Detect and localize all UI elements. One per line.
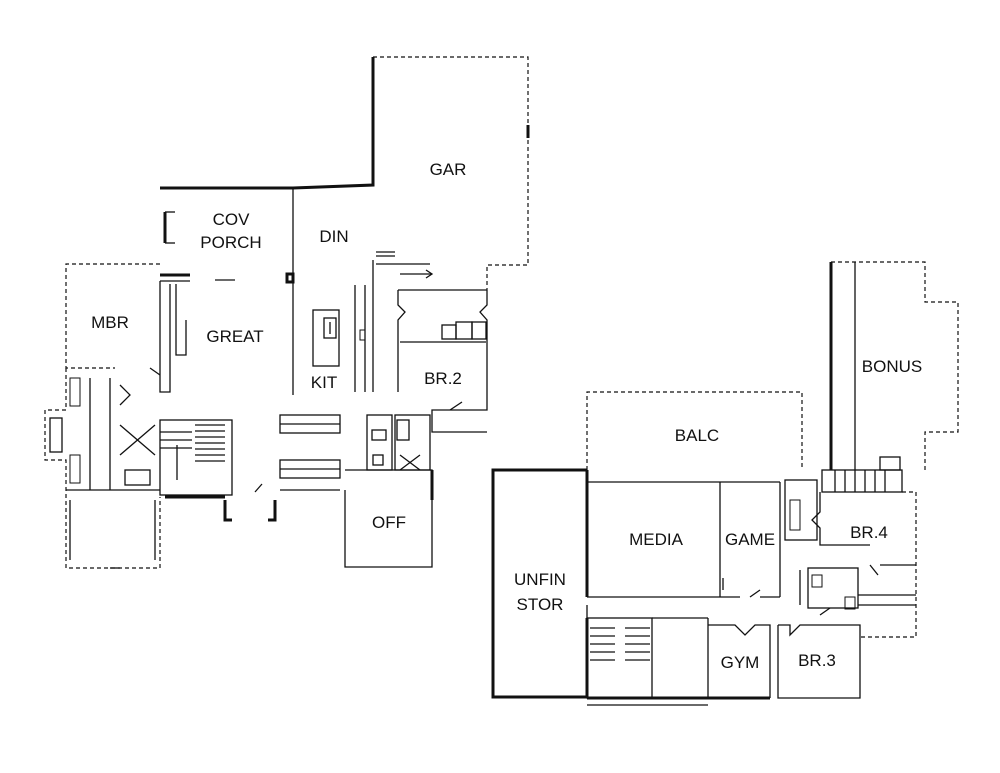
main-floor-plan bbox=[44, 56, 530, 569]
label-office: OFF bbox=[372, 513, 406, 532]
bedroom-2-walls bbox=[397, 289, 488, 433]
label-bedroom-4: BR.4 bbox=[850, 523, 888, 542]
hall-cabinets bbox=[223, 414, 341, 522]
label-bonus: BONUS bbox=[862, 357, 922, 376]
porch-dining-walls bbox=[160, 186, 295, 395]
label-game: GAME bbox=[725, 530, 775, 549]
garage-walls bbox=[292, 56, 530, 392]
gym-br3-walls bbox=[708, 624, 861, 700]
label-gym: GYM bbox=[721, 653, 760, 672]
label-kitchen: KIT bbox=[311, 373, 337, 392]
utility-fixtures bbox=[366, 414, 431, 471]
label-unfinished-storage-line1: UNFIN bbox=[514, 570, 566, 589]
label-great-room: GREAT bbox=[206, 327, 263, 346]
office-walls bbox=[344, 469, 434, 568]
label-media: MEDIA bbox=[629, 530, 684, 549]
kitchen-fixtures bbox=[312, 285, 366, 392]
label-unfinished-storage-line2: STOR bbox=[517, 595, 564, 614]
bedroom-4-walls bbox=[784, 479, 917, 638]
room-labels: GAR COV PORCH DIN MBR GREAT KIT BR.2 OFF… bbox=[91, 160, 922, 672]
main-stair bbox=[159, 419, 233, 499]
bonus-room-walls bbox=[821, 261, 959, 493]
unfinished-storage-walls bbox=[491, 468, 708, 706]
label-dining: DIN bbox=[319, 227, 348, 246]
upper-hall bbox=[586, 567, 916, 699]
media-game-walls bbox=[585, 470, 781, 598]
label-bedroom-2: BR.2 bbox=[424, 369, 462, 388]
master-bedroom-walls bbox=[65, 263, 187, 393]
label-covered-porch-line2: PORCH bbox=[200, 233, 261, 252]
label-garage: GAR bbox=[430, 160, 467, 179]
label-master-bedroom: MBR bbox=[91, 313, 129, 332]
balcony-walls bbox=[586, 391, 803, 470]
label-covered-porch-line1: COV bbox=[213, 210, 251, 229]
upper-floor-plan bbox=[491, 261, 959, 706]
label-balcony: BALC bbox=[675, 426, 719, 445]
west-wing-walls bbox=[44, 368, 161, 569]
label-bedroom-3: BR.3 bbox=[798, 651, 836, 670]
